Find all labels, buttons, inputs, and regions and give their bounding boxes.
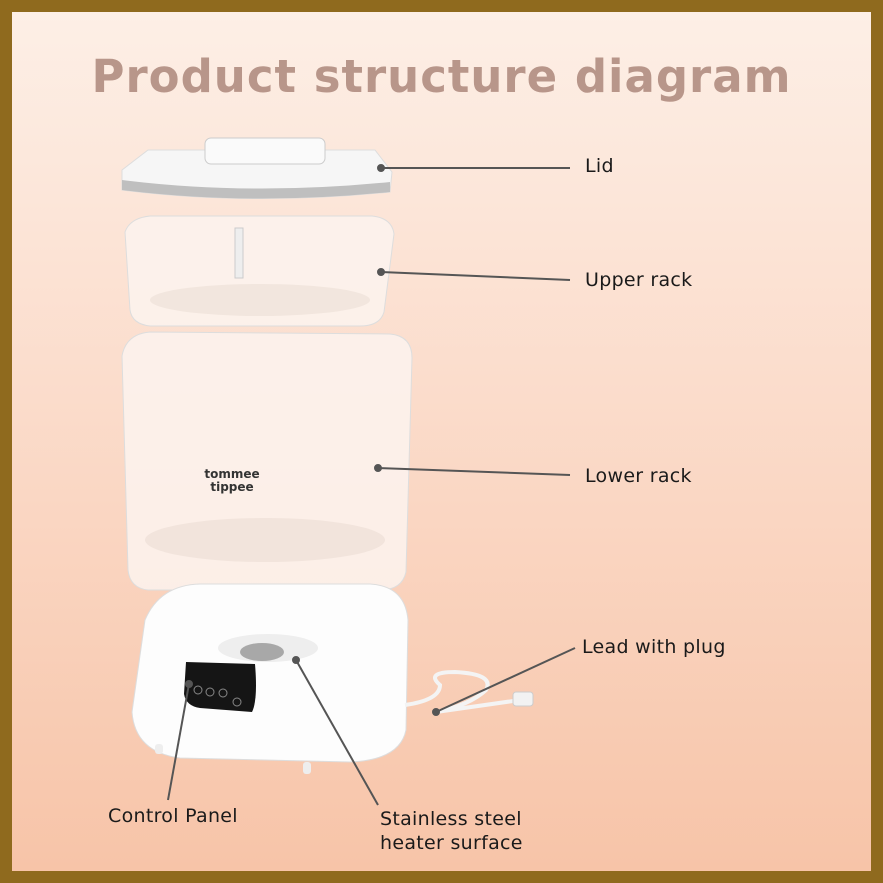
leader-lines	[167, 164, 576, 806]
logo-line1: tommee	[204, 467, 259, 481]
diagram-frame: Product structure diagram tommee tippee	[12, 12, 871, 871]
label-lower-rack: Lower rack	[585, 465, 692, 487]
label-upper-rack: Upper rack	[585, 269, 693, 291]
label-lead-with-plug: Lead with plug	[582, 636, 726, 658]
logo-line2: tippee	[210, 480, 253, 494]
lower-rack-part: tommee tippee	[121, 331, 413, 591]
product-illustration: tommee tippee	[121, 137, 576, 806]
lid-part	[121, 137, 393, 200]
label-heater-line2: heater surface	[380, 832, 523, 854]
base-part	[131, 583, 534, 774]
label-heater-line1: Stainless steel	[380, 808, 522, 830]
label-control-panel: Control Panel	[108, 805, 238, 827]
upper-rack-part	[124, 215, 395, 327]
page-title: Product structure diagram	[91, 50, 792, 103]
label-lid: Lid	[585, 155, 614, 177]
